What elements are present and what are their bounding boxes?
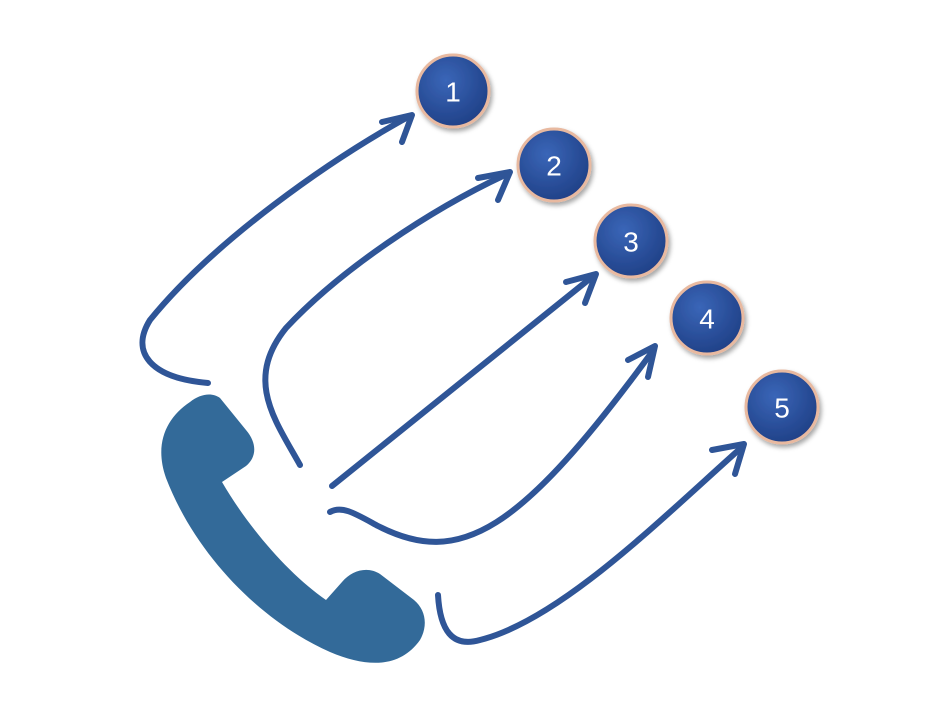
numbered-circle-icon [516, 127, 592, 203]
numbered-circle-icon [669, 280, 745, 356]
arrow-to-node-3 [329, 271, 599, 489]
numbered-circle-icon [415, 53, 491, 129]
node-5-label: 5 [774, 393, 790, 424]
node-5[interactable]: 5 [744, 369, 820, 445]
node-badges: 1 2 3 4 5 [415, 53, 820, 445]
node-3-label: 3 [623, 227, 639, 258]
numbered-circle-icon [593, 203, 669, 279]
arrow-to-node-1 [139, 112, 415, 386]
node-4[interactable]: 4 [669, 280, 745, 356]
node-3[interactable]: 3 [593, 203, 669, 279]
arrow-to-node-4 [327, 343, 658, 545]
numbered-circle-icon [744, 369, 820, 445]
arrow-to-node-5 [435, 441, 747, 645]
node-1-label: 1 [445, 77, 461, 108]
arrows-group [139, 112, 747, 645]
node-1[interactable]: 1 [415, 53, 491, 129]
node-2-label: 2 [546, 151, 562, 182]
arrow-to-node-2 [262, 169, 513, 468]
phone-handset-icon [161, 394, 425, 663]
node-4-label: 4 [699, 304, 715, 335]
node-2[interactable]: 2 [516, 127, 592, 203]
